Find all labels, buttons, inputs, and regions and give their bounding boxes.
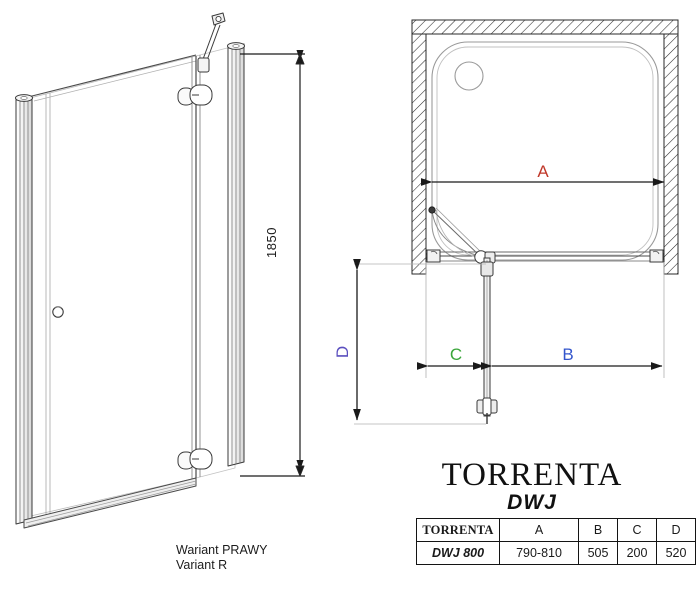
dimension-d: D — [333, 258, 361, 421]
dimension-c-label: C — [450, 345, 462, 364]
plan-view: A C B D — [333, 19, 679, 425]
cell-c: 200 — [617, 541, 657, 565]
plan-door-leaf-open — [480, 257, 494, 417]
plan-front-rail — [426, 251, 664, 262]
header-a: A — [499, 518, 579, 542]
header-brand: TORRENTA — [416, 518, 500, 542]
cell-model: DWJ 800 — [416, 541, 500, 565]
fixed-glass-panel — [21, 55, 197, 519]
door-stile-center — [191, 55, 201, 479]
stabilizer-bar — [197, 12, 226, 73]
dimension-height-1850 — [240, 49, 305, 477]
dimension-height-label: 1850 — [264, 227, 279, 258]
shower-tray — [431, 41, 659, 261]
elevation-view — [15, 12, 305, 529]
door-knob — [52, 306, 64, 318]
door-swing-arc — [428, 206, 485, 260]
dimension-b: B — [480, 345, 663, 370]
variant-caption: Wariant PRAWY Variant R — [176, 543, 346, 573]
brand-name: TORRENTA — [441, 457, 623, 493]
hinge-lower — [177, 448, 213, 470]
door-jamb-right — [227, 42, 245, 467]
hinge-upper — [177, 84, 213, 106]
witness-lines — [354, 262, 665, 425]
table-header-row: TORRENTA A B C D — [416, 518, 696, 542]
dimension-c: C — [416, 345, 485, 370]
variant-caption-pl: Wariant PRAWY — [176, 543, 268, 557]
cell-d: 520 — [656, 541, 696, 565]
header-b: B — [578, 518, 618, 542]
bottom-sill — [23, 477, 197, 529]
header-d: D — [656, 518, 696, 542]
dimension-a-label: A — [537, 162, 549, 181]
dimension-d-label: D — [333, 346, 352, 358]
wall-hatch — [411, 19, 679, 275]
brand-model: DWJ — [507, 491, 557, 514]
header-c: C — [617, 518, 657, 542]
cell-b: 505 — [578, 541, 618, 565]
table-row: DWJ 800 790-810 505 200 520 — [416, 541, 696, 565]
wall-profile-left — [15, 94, 33, 525]
wall-bracket-left — [426, 249, 441, 263]
brand-block: TORRENTA DWJ — [412, 458, 652, 515]
dimension-b-label: B — [562, 345, 573, 364]
wall-bracket-right — [649, 249, 664, 263]
plan-door-handle — [476, 397, 498, 424]
specification-table: TORRENTA A B C D DWJ 800 790-810 505 200… — [416, 518, 696, 565]
cell-a: 790-810 — [499, 541, 579, 565]
dimension-a: A — [420, 162, 665, 186]
variant-caption-en: Variant R — [176, 558, 228, 572]
